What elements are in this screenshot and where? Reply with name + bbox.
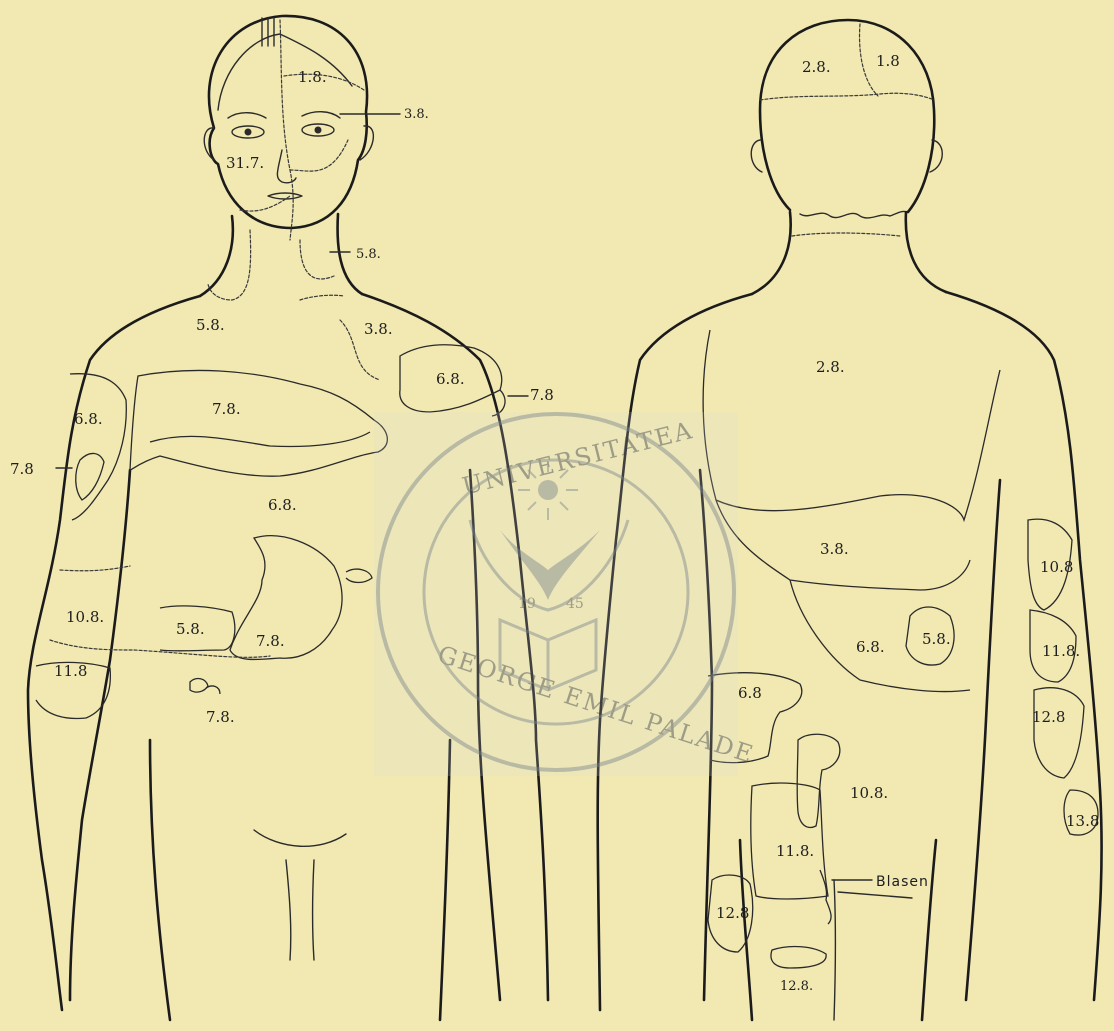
label-front-neck: 5.8. [356,247,381,262]
seal-year-left: 19 [518,596,536,612]
label-front-abdomen: 6.8. [268,496,297,514]
label-front-chest-band: 7.8. [212,400,241,418]
label-front-arm-left-outer: 7.8 [10,460,34,478]
label-front-waist: 5.8. [176,620,205,638]
label-front-collar: 5.8. [196,316,225,334]
front-chest-band [130,370,387,476]
label-front-face: 31.7. [226,154,264,172]
label-front-chest-right: 3.8. [364,320,393,338]
label-back-lower-right: 5.8. [922,630,951,648]
label-front-temple: 3.8. [404,107,429,122]
back-upper-zone [703,330,1000,520]
front-abdomen-patch [230,536,342,660]
label-front-forearm-left: 10.8. [66,608,104,626]
label-front-shoulder-tip: 7.8 [530,386,554,404]
label-back-upper: 2.8. [816,358,845,376]
back-hairline [800,211,906,218]
label-front-forehead: 1.8. [298,68,327,86]
label-back-wrist-right: 13.8 [1066,812,1099,830]
label-front-lower-patch: 7.8. [256,632,285,650]
front-hair [218,34,352,110]
label-back-upper-arm-right: 10.8 [1040,558,1073,576]
label-back-buttock: 11.8. [776,842,814,860]
label-back-hip-left: 6.8 [738,684,762,702]
label-back-buttock-patch: 10.8. [850,784,888,802]
label-back-lower: 6.8. [856,638,885,656]
label-back-thigh-low: 12.8. [780,979,813,994]
back-buttock-patch [797,734,840,827]
back-buttocks-cleft [834,880,836,1020]
seal-year-right: 45 [566,596,584,612]
front-mouth [268,193,302,199]
label-back-thigh-left: 12.8 [716,904,749,922]
label-front-small-patch: 7.8. [206,708,235,726]
front-groin [254,830,346,846]
label-back-forearm-right: 11.8. [1042,642,1080,660]
label-back-head-left: 2.8. [802,58,831,76]
back-head-outline [760,20,934,212]
label-front-upper-arm-left: 6.8. [74,410,103,428]
label-blasen: Blasen [876,874,929,890]
label-back-head-right: 1.8 [876,52,900,70]
label-front-wrist-left: 11.8 [54,662,87,680]
label-back-mid: 3.8. [820,540,849,558]
back-neck [752,212,946,294]
front-head-outline [209,16,367,228]
label-back-forearm-lower: 12.8 [1032,708,1065,726]
label-front-shoulder-right: 6.8. [436,370,465,388]
university-seal-watermark: 19 45 UNIVERSITATEA GEORGE EMIL PALADE [374,412,758,776]
